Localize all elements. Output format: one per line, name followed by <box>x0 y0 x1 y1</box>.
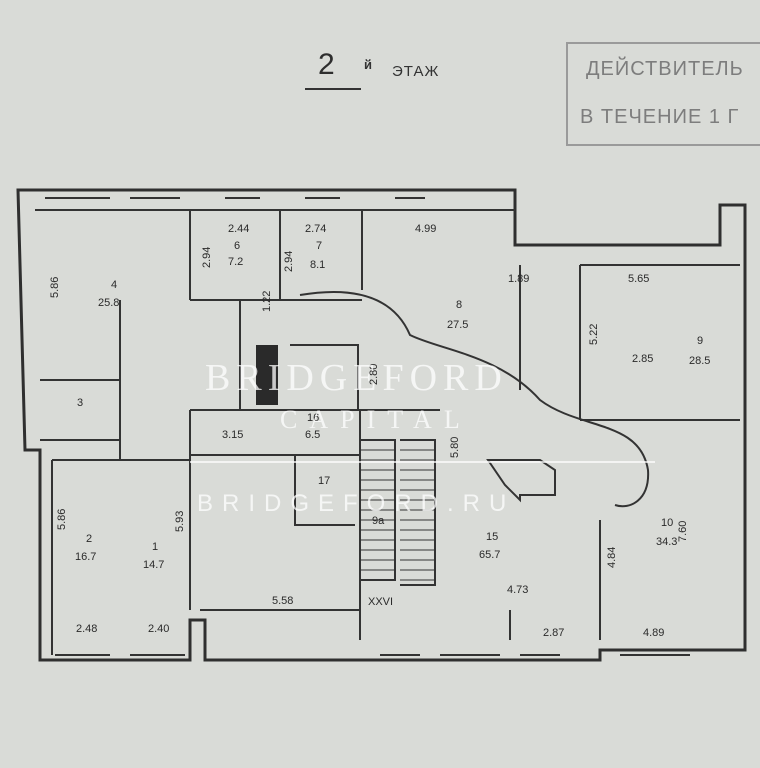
stamp-line-2: В ТЕЧЕНИЕ 1 Г <box>580 106 740 128</box>
room-7-area: 8.1 <box>310 259 325 271</box>
dim-593: 5.93 <box>174 511 186 532</box>
curved-wall <box>299 291 650 508</box>
room-9a-number: 9a <box>372 515 385 527</box>
dim-565: 5.65 <box>628 273 649 285</box>
room-17-number: 17 <box>318 475 330 487</box>
room-16-number: 16 <box>307 412 319 424</box>
room-10-number: 10 <box>661 517 673 529</box>
room-6-number: 6 <box>234 240 240 252</box>
dim-280: 2.80 <box>368 364 380 385</box>
dim-558: 5.58 <box>272 595 293 607</box>
roman-numeral: XXVI <box>368 596 393 608</box>
dim-760: 7.60 <box>677 521 689 542</box>
dim-522: 5.22 <box>588 324 600 345</box>
room-4-number: 4 <box>111 279 117 291</box>
validity-stamp: ДЕЙСТВИТЕЛЬ В ТЕЧЕНИЕ 1 Г <box>566 42 760 146</box>
watermark-brand: BRIDGEFORD <box>205 357 508 399</box>
room-7-number: 7 <box>316 240 322 252</box>
floor-number: 2 <box>318 48 335 81</box>
dim-274: 2.74 <box>305 223 326 235</box>
room-9-area: 28.5 <box>689 355 710 367</box>
watermark-sub: CAPITAL <box>280 405 472 434</box>
room-8-number: 8 <box>456 299 462 311</box>
dim-285: 2.85 <box>632 353 653 365</box>
stamp-line-1: ДЕЙСТВИТЕЛЬ <box>586 58 744 80</box>
floor-label: ЭТАЖ <box>392 63 440 80</box>
room-2-area: 16.7 <box>75 551 96 563</box>
room-15-area: 65.7 <box>479 549 500 561</box>
room-1-number: 1 <box>152 541 158 553</box>
interior-walls <box>35 209 740 655</box>
stair-treads <box>360 449 435 581</box>
dim-473: 4.73 <box>507 584 528 596</box>
dim-189: 1.89 <box>508 273 529 285</box>
dim-294a: 2.94 <box>201 247 213 268</box>
room-16-area: 6.5 <box>305 429 320 441</box>
dim-580: 5.80 <box>449 437 461 458</box>
room-6-area: 7.2 <box>228 256 243 268</box>
room-8-area: 27.5 <box>447 319 468 331</box>
dim-484: 4.84 <box>606 547 618 568</box>
room-2-number: 2 <box>86 533 92 545</box>
room-4-area: 25.8 <box>98 297 119 309</box>
dim-315: 3.15 <box>222 429 243 441</box>
room-15-number: 15 <box>486 531 498 543</box>
dim-244: 2.44 <box>228 223 249 235</box>
dim-586a: 5.86 <box>49 277 61 298</box>
outer-wall <box>16 188 747 662</box>
watermark-divider <box>190 461 655 463</box>
room-10-area: 34.3 <box>656 536 677 548</box>
room-9-number: 9 <box>697 335 703 347</box>
dim-287: 2.87 <box>543 627 564 639</box>
dim-294b: 2.94 <box>283 251 295 272</box>
floor-suffix: й <box>364 57 372 72</box>
room-3-number: 3 <box>77 397 83 409</box>
dim-122: 1.22 <box>261 291 273 312</box>
dim-586b: 5.86 <box>56 509 68 530</box>
dim-499: 4.99 <box>415 223 436 235</box>
shaft <box>256 345 278 405</box>
dim-489: 4.89 <box>643 627 664 639</box>
dim-240: 2.40 <box>148 623 169 635</box>
floor-number-underline <box>305 88 361 90</box>
dim-248: 2.48 <box>76 623 97 635</box>
room-1-area: 14.7 <box>143 559 164 571</box>
watermark-site: BRIDGEFORD.RU <box>197 490 516 517</box>
